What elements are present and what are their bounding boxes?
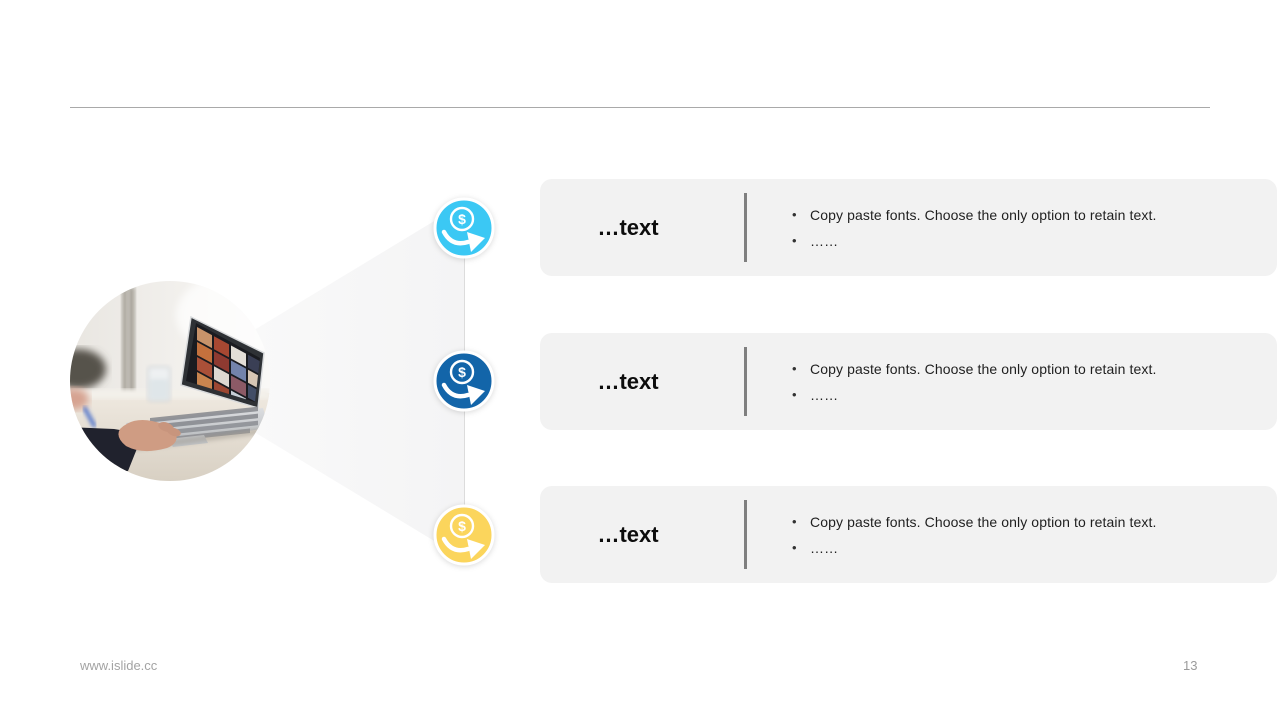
card-bullet: Copy paste fonts. Choose the only option…: [792, 202, 1156, 228]
footer-website-url: www.islide.cc: [80, 658, 158, 673]
card-divider: [744, 500, 747, 569]
card-bullet: ……: [792, 228, 1156, 254]
money-transfer-icon: $: [433, 197, 495, 259]
top-rule-line: [70, 107, 1210, 108]
card-bullet: ……: [792, 535, 1156, 561]
info-card-1: …text Copy paste fonts. Choose the only …: [540, 179, 1277, 276]
laptop-photo-illustration: [70, 281, 270, 481]
money-transfer-icon: $: [433, 504, 495, 566]
card-bullet: Copy paste fonts. Choose the only option…: [792, 509, 1156, 535]
node-icon-2: $: [432, 349, 496, 413]
card-title: …text: [597, 214, 659, 240]
card-bullet: ……: [792, 382, 1156, 408]
info-card-2: …text Copy paste fonts. Choose the only …: [540, 333, 1277, 430]
laptop-screen: [180, 315, 265, 409]
svg-text:$: $: [458, 364, 466, 380]
page-number: 13: [1183, 658, 1198, 673]
svg-text:$: $: [458, 211, 466, 227]
svg-text:$: $: [458, 518, 466, 534]
card-bullet-list: Copy paste fonts. Choose the only option…: [792, 202, 1156, 254]
card-title: …text: [597, 368, 659, 394]
node-icon-1: $: [432, 196, 496, 260]
money-transfer-icon: $: [433, 350, 495, 412]
card-divider: [744, 193, 747, 262]
info-card-3: …text Copy paste fonts. Choose the only …: [540, 486, 1277, 583]
card-bullet: Copy paste fonts. Choose the only option…: [792, 356, 1156, 382]
card-title: …text: [597, 521, 659, 547]
node-icon-3: $: [432, 503, 496, 567]
card-bullet-list: Copy paste fonts. Choose the only option…: [792, 356, 1156, 408]
card-divider: [744, 347, 747, 416]
water-glass: [147, 366, 171, 402]
card-bullet-list: Copy paste fonts. Choose the only option…: [792, 509, 1156, 561]
laptop-photo: [70, 281, 270, 481]
